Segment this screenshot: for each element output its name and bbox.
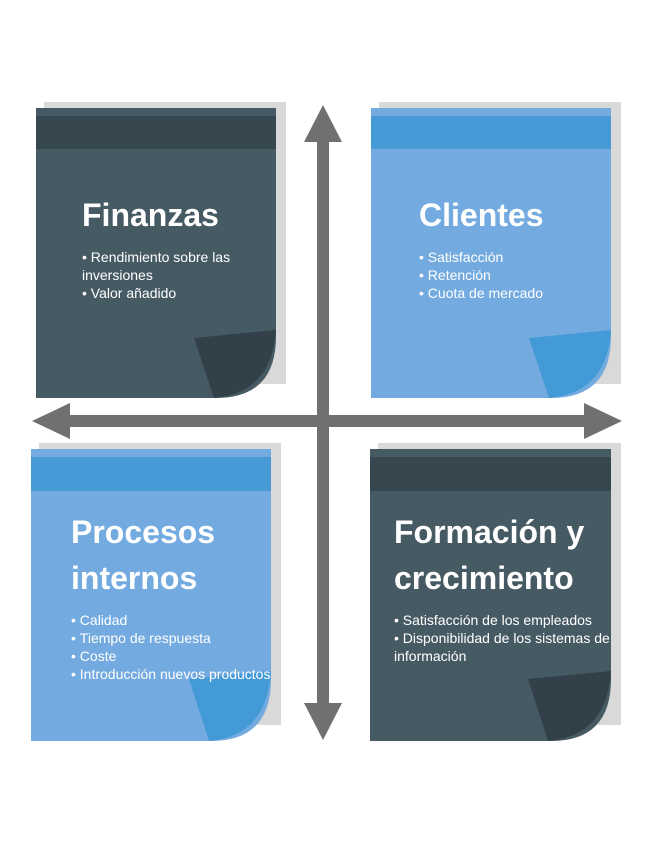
list-item: Valor añadido [82,284,282,302]
list-item: Cuota de mercado [419,284,619,302]
card-sheet [370,449,611,741]
list-item: Rendimiento sobre las inversiones [82,248,282,284]
quadrant-clientes: Clientes Satisfacción Retención Cuota de… [371,102,621,398]
quadrant-title-line1: Procesos [71,514,216,550]
quadrant-content: Procesos internos Calidad Tiempo de resp… [71,509,276,683]
list-item: Introducción nuevos productos [71,665,276,683]
indicator-list: Satisfacción de los empleados Disponibil… [394,611,619,665]
quadrant-content: Clientes Satisfacción Retención Cuota de… [419,194,619,302]
indicator-list: Rendimiento sobre las inversiones Valor … [82,248,282,302]
list-item: Tiempo de respuesta [71,629,276,647]
list-item: Satisfacción de los empleados [394,611,619,629]
double-arrow-horizontal-icon [32,403,622,439]
quadrant-procesos-internos: Procesos internos Calidad Tiempo de resp… [31,443,281,741]
list-item: Retención [419,266,619,284]
quadrant-title-line2: crecimiento [394,560,574,596]
indicator-list: Satisfacción Retención Cuota de mercado [419,248,619,302]
list-item: Satisfacción [419,248,619,266]
list-item: Calidad [71,611,276,629]
quadrant-content: Formación y crecimiento Satisfacción de … [394,509,619,665]
quadrant-finanzas: Finanzas Rendimiento sobre las inversion… [36,102,286,398]
indicator-list: Calidad Tiempo de respuesta Coste Introd… [71,611,276,683]
list-item: Disponibilidad de los sistemas de inform… [394,629,619,665]
quadrant-formacion-crecimiento: Formación y crecimiento Satisfacción de … [370,443,621,741]
list-item: Coste [71,647,276,665]
quadrant-title-line2: internos [71,560,198,596]
quadrant-content: Finanzas Rendimiento sobre las inversion… [82,194,282,302]
quadrant-title: Finanzas [82,197,219,233]
quadrant-title-line1: Formación y [394,514,585,550]
quadrant-title: Clientes [419,197,544,233]
